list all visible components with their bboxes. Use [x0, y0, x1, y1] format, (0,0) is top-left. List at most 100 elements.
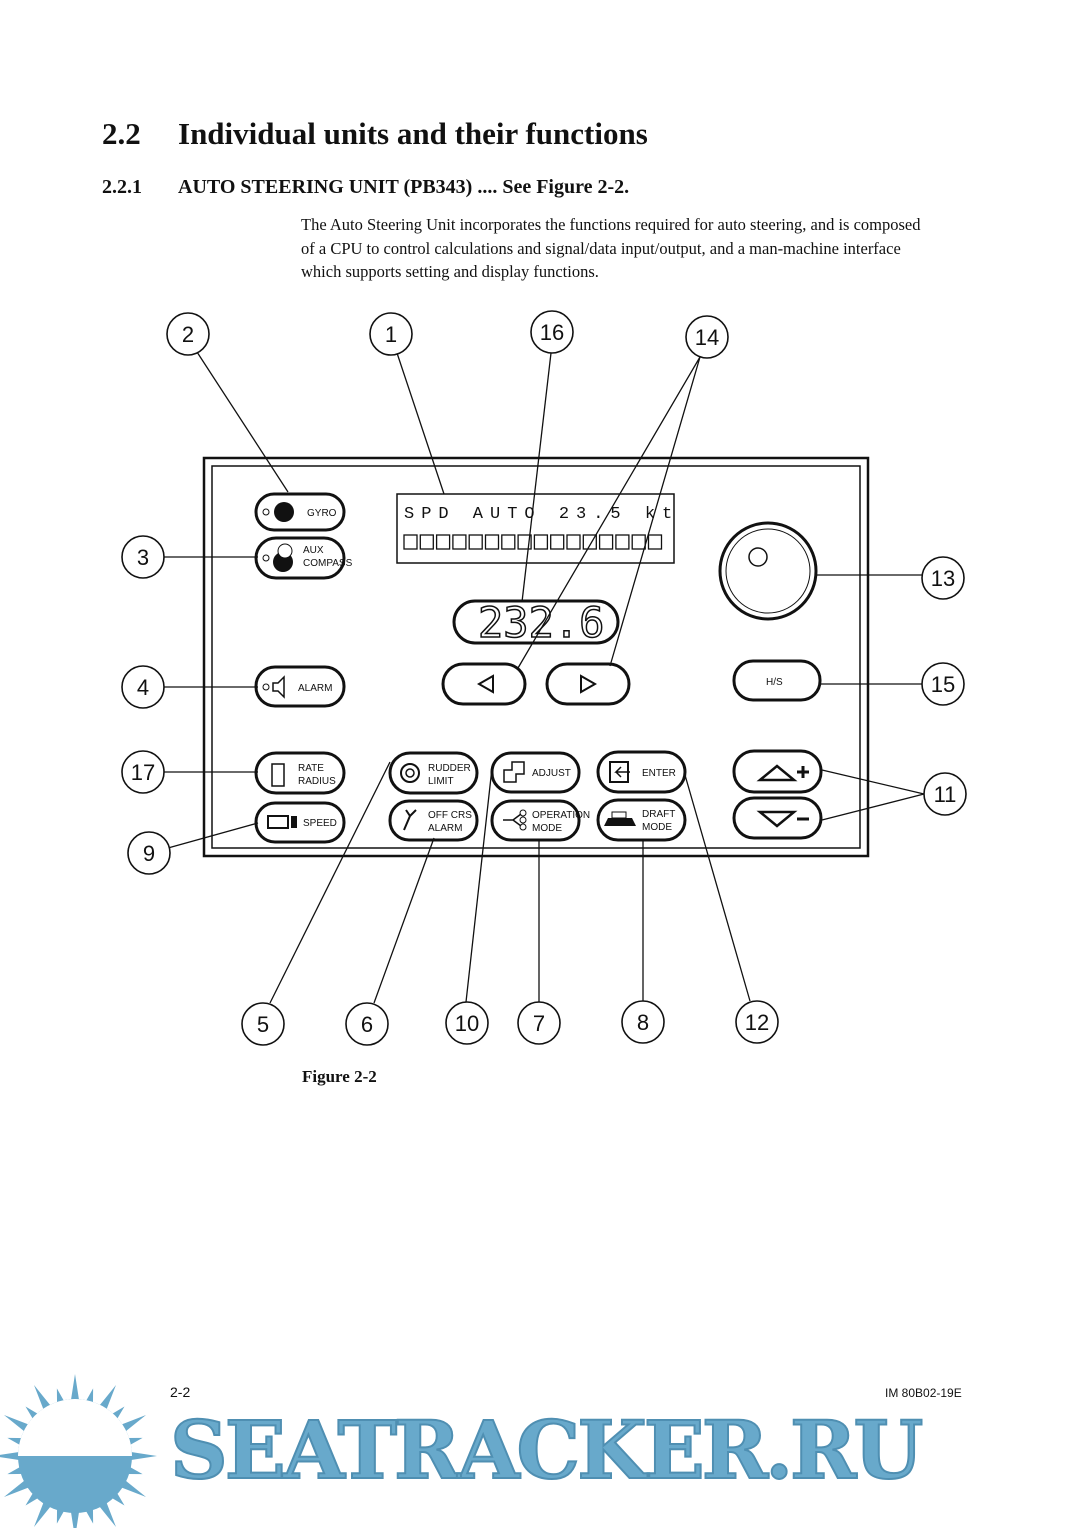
svg-text:ENTER: ENTER [642, 768, 676, 779]
callout-14: 14 [685, 315, 729, 359]
port-arrow-button[interactable] [441, 662, 527, 706]
lcd-char-cell [550, 534, 565, 550]
triangle-up-icon [756, 764, 798, 782]
indicator-lamp-icon [262, 508, 270, 516]
gyro-icon [274, 502, 294, 522]
callout-10: 10 [445, 1001, 489, 1045]
svg-text:RATE: RATE [298, 763, 324, 774]
callout-11: 11 [923, 772, 967, 816]
aux-compass-button[interactable]: AUX COMPASS [254, 536, 353, 580]
callout-9: 9 [127, 831, 171, 875]
ship-draft-icon [604, 818, 636, 826]
svg-text:OPERATION: OPERATION [532, 810, 590, 821]
callout-label: 12 [745, 1010, 769, 1035]
callout-7: 7 [517, 1001, 561, 1045]
callout-label: 8 [637, 1010, 649, 1035]
callout-label: 2 [182, 322, 194, 347]
page-number: 2-2 [170, 1384, 191, 1400]
rudder-icon [400, 763, 420, 783]
gyro-button[interactable]: GYRO [254, 492, 346, 532]
lcd-char-cell [501, 534, 516, 550]
callout-label: 16 [540, 320, 564, 345]
callout-label: 3 [137, 545, 149, 570]
lcd-char-cell [517, 534, 532, 550]
adjust-button[interactable]: ADJUST [490, 751, 581, 794]
lcd-display: SPD AUTO 23.5 kt [396, 493, 679, 564]
lcd-char-cell [582, 534, 597, 550]
indicator-lamp-icon [262, 554, 270, 562]
panel-inner [211, 465, 861, 849]
svg-text:232.6: 232.6 [478, 598, 604, 647]
callout-17: 17 [121, 750, 165, 794]
panel-outer [202, 456, 870, 858]
lcd-char-cell [419, 534, 434, 550]
svg-text:RADIUS: RADIUS [298, 776, 336, 787]
callout-16: 16 [530, 310, 574, 354]
callout-label: 10 [455, 1011, 479, 1036]
svg-text:RUDDER: RUDDER [428, 763, 471, 774]
speed-button[interactable]: SPEED [254, 801, 346, 844]
rate-icon [271, 763, 285, 787]
enter-button[interactable]: ENTER [596, 750, 687, 794]
rate-radius-button[interactable]: RATE RADIUS [254, 751, 346, 795]
callout-3: 3 [121, 535, 165, 579]
draft-mode-button[interactable]: DRAFT MODE [596, 798, 687, 842]
speaker-icon [272, 675, 285, 699]
setting-knob[interactable] [718, 521, 818, 621]
leader-lines [164, 351, 925, 1004]
off-course-icon [403, 809, 417, 831]
alarm-button[interactable]: ALARM [254, 665, 346, 708]
lcd-char-cell [468, 534, 483, 550]
lcd-char-cell [403, 534, 418, 550]
callout-6: 6 [345, 1002, 389, 1046]
svg-text:H/S: H/S [766, 677, 783, 688]
svg-text:DRAFT: DRAFT [642, 809, 675, 820]
callout-13: 13 [921, 556, 965, 600]
down-minus-button[interactable] [732, 796, 823, 840]
lcd-char-cell [615, 534, 630, 550]
callout-5: 5 [241, 1002, 285, 1046]
off-course-alarm-button[interactable]: OFF CRS ALARM [388, 799, 479, 842]
callout-label: 4 [137, 675, 149, 700]
description-paragraph: The Auto Steering Unit incorporates the … [301, 215, 921, 281]
plus-icon [797, 766, 809, 778]
operation-mode-button[interactable]: OPERATION MODE [490, 799, 590, 842]
svg-text:MODE: MODE [532, 823, 562, 834]
up-plus-button[interactable] [732, 749, 823, 794]
callout-label: 17 [131, 760, 155, 785]
rudder-limit-button[interactable]: RUDDER LIMIT [388, 751, 479, 795]
lcd-char-cell [435, 534, 451, 550]
hs-button[interactable]: H/S [732, 659, 822, 702]
svg-text:LIMIT: LIMIT [428, 776, 454, 787]
lcd-char-cell [631, 534, 646, 550]
svg-text:COMPASS: COMPASS [303, 558, 353, 569]
callout-label: 6 [361, 1012, 373, 1037]
lcd-char-cell [566, 534, 581, 550]
svg-text:ALARM: ALARM [298, 683, 332, 694]
starboard-arrow-button[interactable] [545, 662, 631, 706]
callout-12: 12 [735, 1000, 779, 1044]
lcd-char-cell [484, 534, 500, 550]
callout-1: 1 [369, 312, 413, 356]
svg-text:AUX: AUX [303, 545, 324, 556]
callout-8: 8 [621, 1000, 665, 1044]
sun-logo-icon [0, 1374, 157, 1528]
svg-text:SPD AUTO 23.5 kt: SPD AUTO 23.5 kt [404, 505, 679, 524]
lcd-char-cell [452, 534, 467, 550]
callout-label: 13 [931, 566, 955, 591]
indicator-lamp-icon [262, 683, 270, 691]
callout-4: 4 [121, 665, 165, 709]
callout-label: 14 [695, 325, 719, 350]
svg-text:OFF CRS: OFF CRS [428, 810, 472, 821]
triangle-right-icon [580, 674, 598, 694]
lcd-char-cell [533, 534, 549, 550]
lcd-char-cell [598, 534, 614, 550]
lcd-char-cell [647, 534, 663, 550]
triangle-left-icon [476, 674, 494, 694]
mode-switch-icon [503, 813, 522, 827]
callout-label: 5 [257, 1012, 269, 1037]
heading-display: 232.6 [452, 597, 620, 648]
